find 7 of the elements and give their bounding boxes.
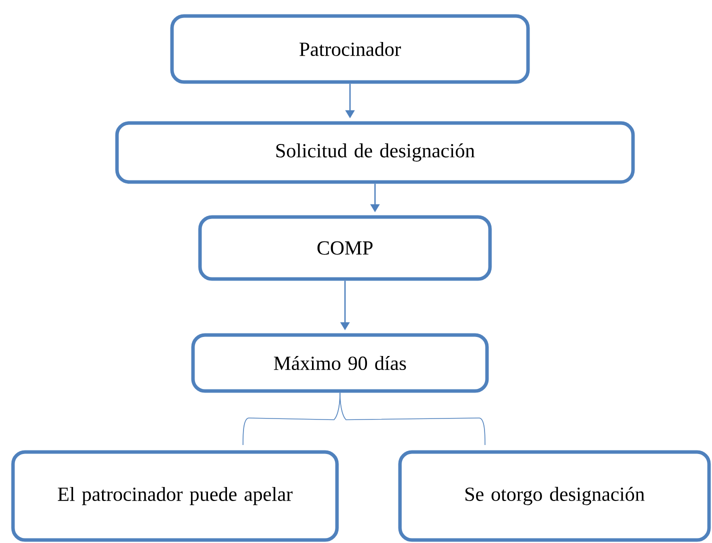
process-box: Se otorgo designación [398,450,711,542]
process-box: Solicitud de designación [115,121,635,184]
process-box: COMP [198,215,492,281]
process-box: El patrocinador puede apelar [11,450,339,542]
bracket-connector [340,392,486,446]
process-box: Patrocinador [170,14,530,84]
process-box: Máximo 90 días [191,333,489,393]
